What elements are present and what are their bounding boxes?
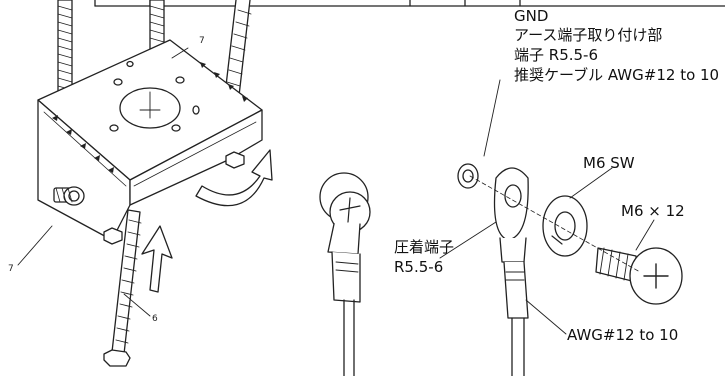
callout-7-left: 7: [8, 264, 14, 274]
table-top-border: [94, 0, 725, 7]
up-arrow: [141, 225, 173, 293]
m6-screw: [595, 247, 683, 305]
threaded-rod-bottom: [103, 209, 142, 367]
spring-washer-label: M6 SW: [583, 154, 635, 172]
callout-6: 6: [152, 314, 158, 324]
callout-7-top: 7: [199, 36, 205, 46]
right-crimp-assembly: [457, 163, 529, 376]
terminal-spec-label: 端子 R5.5-6: [514, 46, 599, 64]
ground-bolt: [53, 186, 85, 206]
wire-gauge-label: AWG#12 to 10: [567, 326, 679, 344]
threaded-rod-mid: [149, 0, 165, 51]
crimp-terminal-size: R5.5-6: [394, 258, 444, 276]
rotate-arrow: [195, 149, 273, 207]
crimp-terminal-label: 圧着端子: [394, 238, 455, 256]
gnd-title: GND: [514, 7, 549, 25]
screw-label: M6 × 12: [621, 202, 685, 220]
spring-washer: [542, 195, 588, 257]
ground-terminal-mount-label: アース端子取り付け部: [514, 26, 663, 44]
bracket-notches: [52, 62, 248, 173]
bracket-front-wall: [37, 99, 131, 241]
recommended-cable-label: 推奨ケーブル AWG#12 to 10: [514, 66, 720, 84]
left-crimp-assembly: [319, 172, 371, 376]
bracket-right-wall: [129, 109, 263, 206]
